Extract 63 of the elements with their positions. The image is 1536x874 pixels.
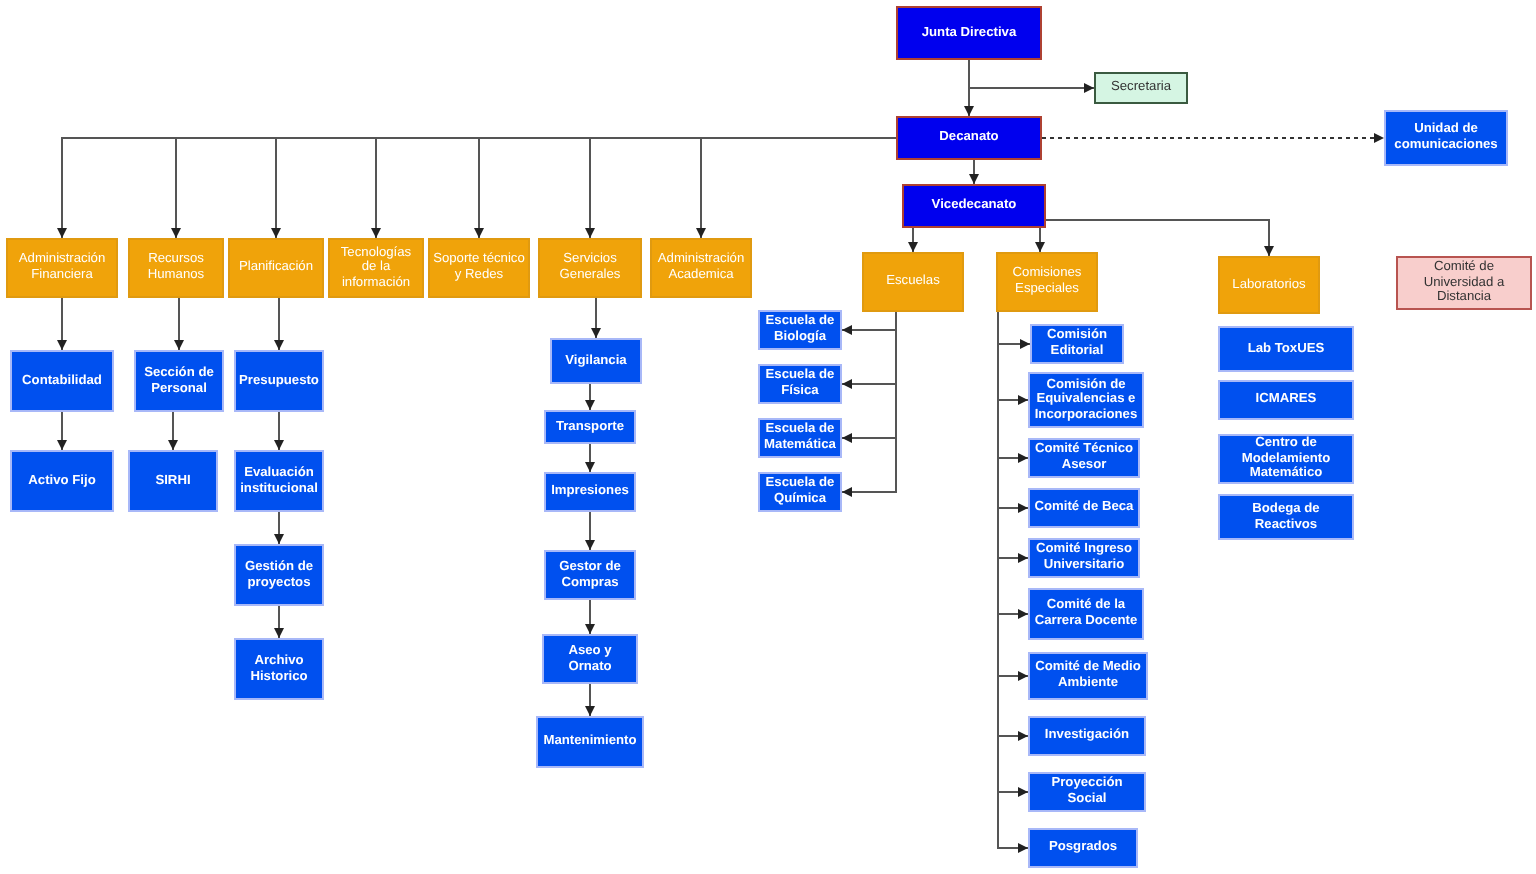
unit-box	[134, 350, 224, 412]
connector	[585, 511, 595, 551]
unit-box	[234, 544, 324, 606]
connector	[585, 599, 595, 635]
department-box	[228, 238, 324, 298]
department-box	[428, 238, 530, 298]
connector	[841, 311, 897, 497]
unit-box	[542, 634, 638, 684]
authority-box	[896, 116, 1042, 160]
department-box	[996, 252, 1098, 312]
unit-box	[1028, 652, 1148, 700]
connector	[274, 605, 284, 639]
connector	[585, 443, 595, 473]
department-box	[6, 238, 118, 298]
connector	[174, 297, 184, 351]
unit-box	[550, 338, 642, 384]
committee-box	[1396, 256, 1532, 310]
connector	[274, 411, 284, 451]
unit-box	[234, 450, 324, 512]
connector	[908, 227, 918, 253]
unit-box	[1028, 716, 1146, 756]
authority-box	[902, 184, 1046, 228]
unit-box	[1384, 110, 1508, 166]
unit-box	[1028, 588, 1144, 640]
connector	[696, 137, 897, 239]
department-box	[650, 238, 752, 298]
unit-box	[1028, 828, 1138, 868]
unit-box	[234, 350, 324, 412]
unit-box	[1218, 434, 1354, 484]
unit-box	[10, 450, 114, 512]
office-box	[1094, 72, 1188, 104]
connector	[1045, 219, 1274, 257]
connector	[585, 683, 595, 717]
connector	[968, 59, 1095, 93]
unit-box	[1218, 380, 1354, 420]
connector	[274, 511, 284, 545]
unit-box	[128, 450, 218, 512]
unit-box	[1030, 324, 1124, 364]
dashed-connector	[1041, 133, 1385, 143]
unit-box	[544, 550, 636, 600]
unit-box	[1028, 488, 1140, 528]
unit-box	[234, 638, 324, 700]
unit-box	[544, 410, 636, 444]
connector	[57, 411, 67, 451]
unit-box	[1218, 494, 1354, 540]
unit-box	[536, 716, 644, 768]
department-box	[128, 238, 224, 298]
unit-box	[1028, 772, 1146, 812]
connector	[168, 411, 178, 451]
connector	[591, 297, 601, 339]
connector	[274, 297, 284, 351]
connector	[57, 297, 67, 351]
unit-box	[1218, 326, 1354, 372]
unit-box	[544, 472, 636, 512]
unit-box	[10, 350, 114, 412]
connector	[969, 159, 979, 185]
department-box	[538, 238, 642, 298]
department-box	[862, 252, 964, 312]
department-box	[1218, 256, 1320, 314]
connector	[1035, 227, 1045, 253]
connector	[585, 383, 595, 411]
department-box	[328, 238, 424, 298]
authority-box	[896, 6, 1042, 60]
